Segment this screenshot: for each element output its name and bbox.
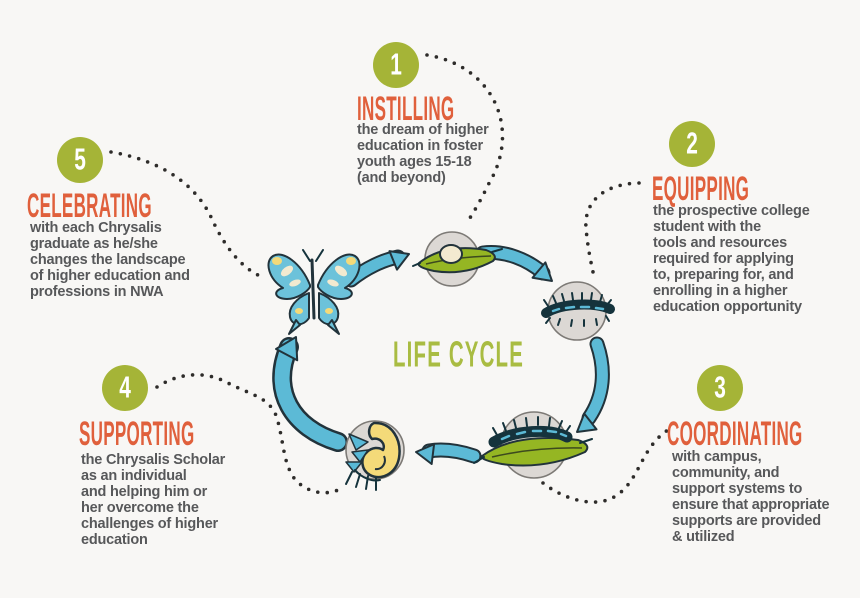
step-2-description: the prospective college student with the… [653, 203, 810, 315]
step-5-description: with each Chrysalis graduate as he/she c… [30, 220, 190, 300]
step-1-description: the dream of higher education in foster … [357, 122, 489, 186]
arrow-chrysalis-to-butterfly [272, 336, 348, 452]
egg-stage-icon [412, 231, 503, 287]
step-5-number: 5 [74, 142, 86, 177]
step-4-number-badge: 4 [102, 365, 148, 411]
dotted-connectors [109, 53, 670, 504]
step-3-heading: COORDINATING [667, 413, 803, 453]
step-1-heading: INSTILLING [357, 88, 455, 128]
caterpillar-leaf-stage-icon [473, 411, 593, 479]
arrow-caterpillar-to-leaf [576, 336, 610, 433]
step-1-number-badge: 1 [373, 42, 419, 88]
step-2-heading: EQUIPPING [652, 168, 750, 208]
step-2-number: 2 [686, 126, 698, 161]
arrow-leaf-to-chrysalis [415, 442, 482, 465]
dotted-connector-step1 [425, 53, 505, 223]
caterpillar-stage-icon [541, 281, 615, 341]
step-2-number-badge: 2 [669, 121, 715, 167]
butterfly-stage-icon [267, 249, 361, 335]
step-4-heading: SUPPORTING [79, 413, 195, 453]
step-3-number-badge: 3 [697, 365, 743, 411]
step-4-number: 4 [119, 370, 131, 405]
step-1-number: 1 [390, 47, 402, 82]
step-5-number-badge: 5 [57, 137, 103, 183]
cycle-title: LIFE CYCLE [393, 334, 525, 375]
step-3-description: with campus, community, and support syst… [672, 449, 830, 545]
chrysalis-stage-icon [345, 420, 405, 491]
dotted-connector-step3 [541, 428, 670, 504]
dotted-connector-step2 [584, 181, 641, 274]
dotted-connector-step5 [109, 150, 267, 280]
step-4-description: the Chrysalis Scholar as an individual a… [81, 452, 226, 548]
step-5-heading: CELEBRATING [27, 185, 152, 225]
step-3-number: 3 [714, 370, 726, 405]
